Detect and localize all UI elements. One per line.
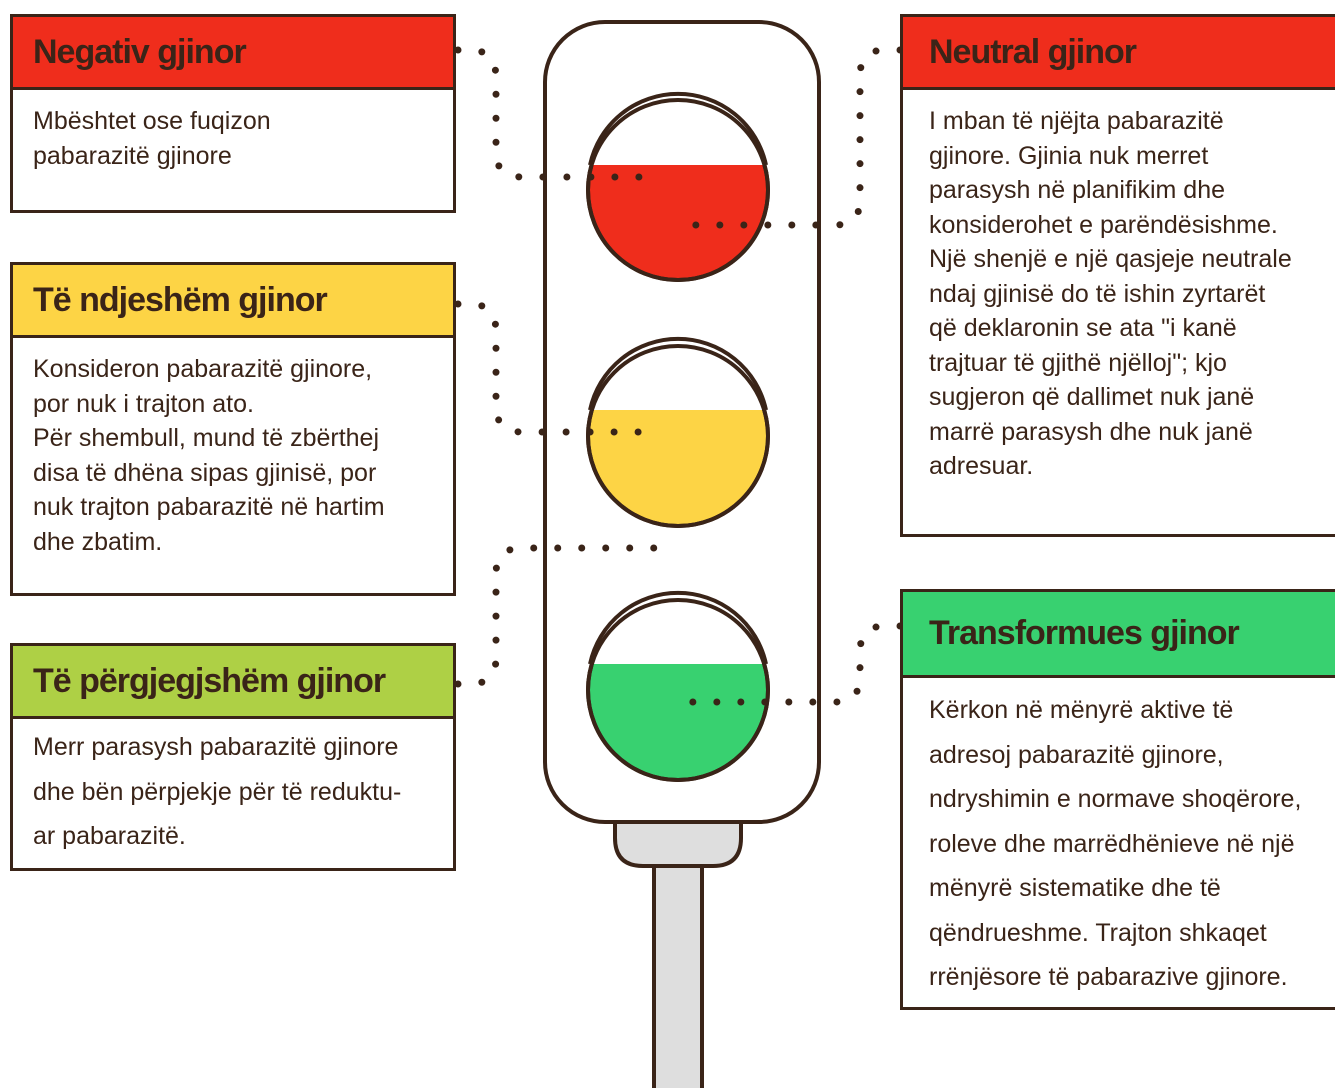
green-lamp bbox=[586, 590, 770, 782]
sensitive-box: Të ndjeshëm gjinor Konsideron pabarazitë… bbox=[10, 262, 456, 596]
transformative-description: Kërkon në mënyrë aktive të adresoj pabar… bbox=[929, 696, 1302, 991]
traffic-light-collar bbox=[613, 816, 743, 868]
connector-responsive bbox=[406, 544, 662, 688]
transformative-title: Transformues gjinor bbox=[903, 592, 1335, 678]
neutral-description: I mban të njëjta pabarazitë gjinore. Gji… bbox=[929, 107, 1292, 480]
transformative-box: Transformues gjinor Kërkon në mënyrë akt… bbox=[900, 589, 1335, 1010]
negative-description: Mbështet ose fuqizon pabarazitë gjinore bbox=[33, 107, 271, 170]
responsive-box: Të përgjegjshëm gjinor Merr parasysh pab… bbox=[10, 643, 456, 871]
neutral-box: Neutral gjinor I mban të njëjta pabarazi… bbox=[900, 14, 1335, 537]
connector-sensitive bbox=[406, 300, 662, 436]
connector-neutral bbox=[674, 46, 904, 229]
connector-transformative bbox=[674, 622, 904, 706]
yellow-lamp bbox=[586, 336, 770, 528]
connector-negative bbox=[406, 46, 662, 181]
negative-title: Negativ gjinor bbox=[13, 17, 453, 90]
neutral-title: Neutral gjinor bbox=[903, 17, 1335, 90]
sensitive-title: Të ndjeshëm gjinor bbox=[13, 265, 453, 338]
red-lamp bbox=[586, 91, 770, 282]
negative-box: Negativ gjinor Mbështet ose fuqizon paba… bbox=[10, 14, 456, 213]
traffic-light-pole bbox=[652, 860, 704, 1088]
responsive-description: Merr parasysh pabarazitë gjinore dhe bën… bbox=[33, 733, 402, 850]
sensitive-description: Konsideron pabarazitë gjinore, por nuk i… bbox=[33, 355, 385, 556]
responsive-title: Të përgjegjshëm gjinor bbox=[13, 646, 453, 719]
